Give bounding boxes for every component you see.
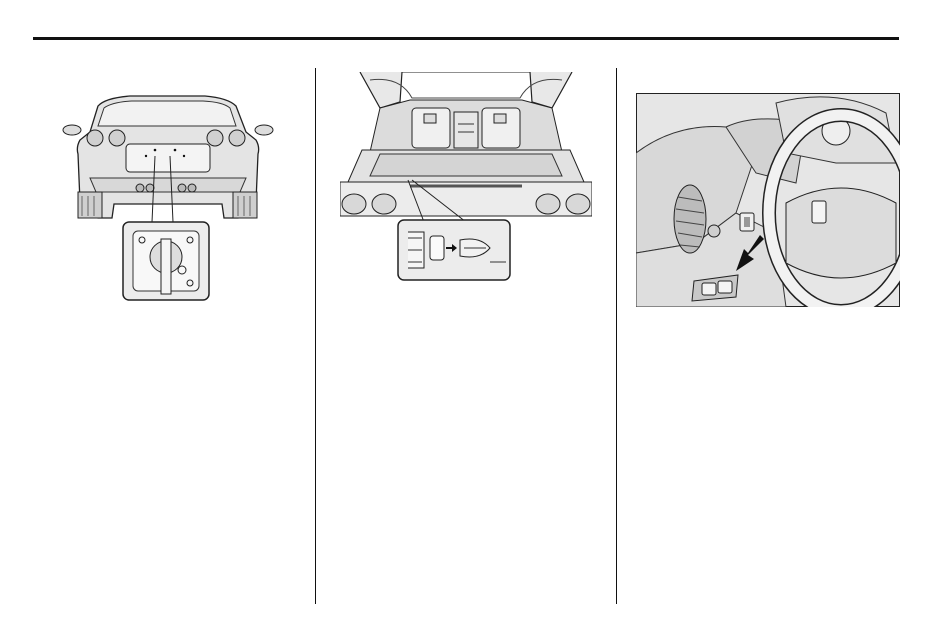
header-rule [33, 37, 899, 40]
column-divider-right [616, 68, 617, 604]
column-divider-left [315, 68, 316, 604]
rear-view-illustration [60, 92, 275, 304]
dashboard-release-illustration [636, 93, 900, 307]
car-rear-view-icon [60, 92, 275, 304]
hatch-release-illustration [340, 72, 592, 284]
open-hatch-icon [340, 72, 592, 284]
dashboard-button-icon [636, 93, 900, 307]
